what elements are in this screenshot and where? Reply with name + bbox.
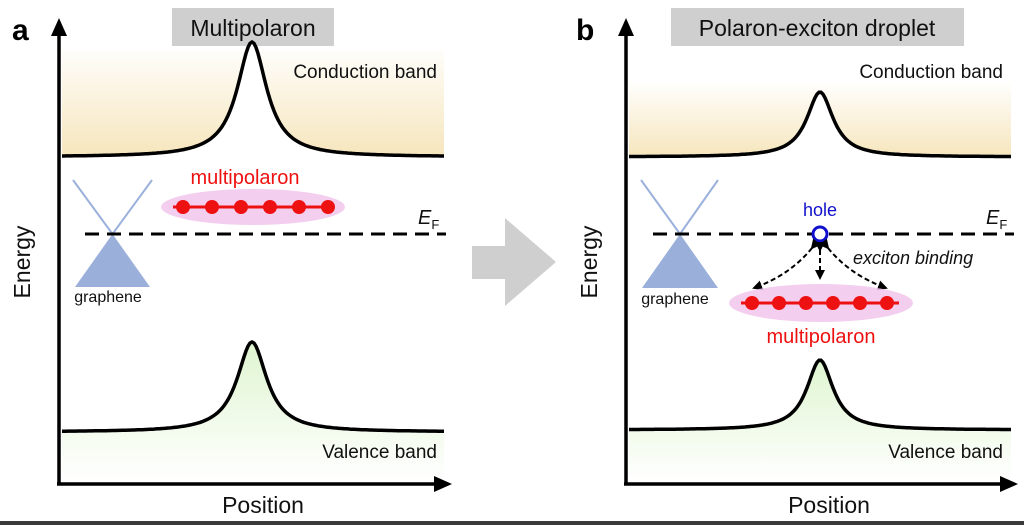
y-axis-arrowhead: [51, 18, 67, 36]
polaron-dot: [321, 200, 335, 214]
graphene-dirac-cone: [640, 179, 719, 288]
panel-title: Multipolaron: [190, 15, 315, 41]
panel-b: b Polaron-exciton droplet Conduction ban…: [576, 8, 1018, 518]
panel-a: a Multipolaron Conduction band Valence b…: [9, 8, 452, 518]
y-axis-arrowhead: [618, 18, 634, 36]
polaron-dot: [292, 200, 306, 214]
y-axis-label: Energy: [9, 225, 35, 298]
valence-band-fill: [629, 360, 1011, 482]
conduction-band-fill: [62, 42, 444, 156]
x-axis-arrowhead: [1000, 476, 1018, 492]
panel-title-box: [172, 8, 334, 46]
polaron-chain: [176, 200, 335, 214]
panel-title: Polaron-exciton droplet: [699, 15, 936, 41]
polaron-dot: [772, 296, 786, 310]
polaron-dot: [263, 200, 277, 214]
transition-arrow-icon: [472, 218, 556, 306]
x-axis-arrowhead: [434, 476, 452, 492]
valence-band-label: Valence band: [322, 442, 437, 463]
graphene-label: graphene: [74, 289, 142, 306]
x-axis-label: Position: [222, 492, 304, 518]
valence-band-curve: [629, 358, 1011, 432]
conduction-band-curve: [629, 90, 1011, 159]
fermi-level-label: EF: [986, 207, 1007, 232]
polaron-dot: [799, 296, 813, 310]
graphene-dirac-cone: [72, 179, 153, 287]
multipolaron-label: multipolaron: [767, 326, 876, 348]
polaron-dot: [745, 296, 759, 310]
polaron-dot: [853, 296, 867, 310]
y-axis-label: Energy: [576, 225, 602, 298]
polaron-dot: [234, 200, 248, 214]
polaron-dot: [826, 296, 840, 310]
graphene-label: graphene: [641, 291, 709, 308]
multipolaron-label: multipolaron: [191, 167, 300, 189]
conduction-band-curve: [62, 39, 444, 158]
polaron-dot: [880, 296, 894, 310]
conduction-band-label: Conduction band: [293, 62, 437, 83]
valence-band-fill: [62, 342, 444, 482]
polaron-dot: [176, 200, 190, 214]
exciton-binding-label: exciton binding: [853, 248, 973, 268]
exciton-binding-arrows: [752, 238, 888, 290]
bottom-border: [0, 521, 1024, 525]
polaron-chain: [745, 296, 894, 310]
conduction-band-label: Conduction band: [859, 62, 1003, 83]
hole-circle: [811, 225, 829, 243]
valence-band-curve: [62, 340, 444, 433]
hole-label: hole: [803, 200, 837, 220]
x-axis-label: Position: [788, 492, 870, 518]
panel-letter: a: [12, 14, 29, 47]
fermi-level-label: EF: [418, 207, 439, 232]
polaron-dot: [205, 200, 219, 214]
panel-title-box: [671, 8, 964, 46]
conduction-band-fill: [629, 80, 1011, 157]
valence-band-label: Valence band: [888, 442, 1003, 463]
panel-letter: b: [576, 14, 594, 47]
